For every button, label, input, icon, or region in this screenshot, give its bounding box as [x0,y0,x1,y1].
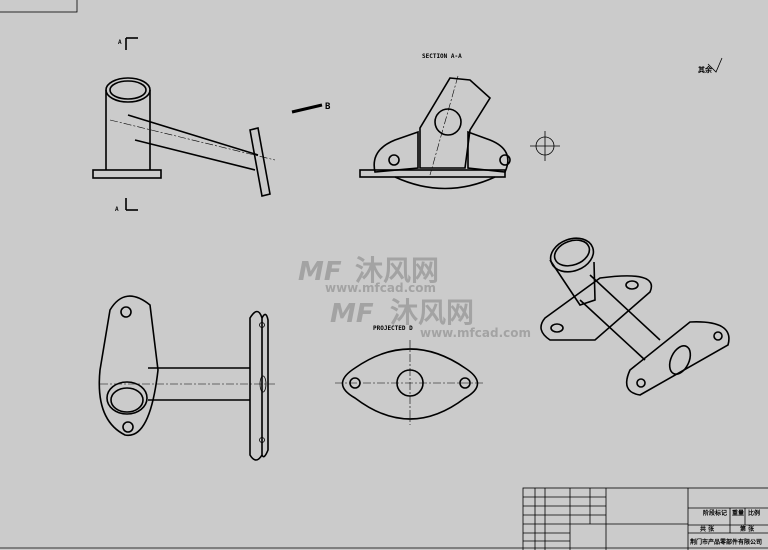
front-view: A A B [92,37,331,213]
view-arrow-label: B [325,102,331,112]
cut-label-bottom: A [115,206,119,213]
watermark-brand-2: 沐风网 [390,296,474,329]
surface-finish-symbol [707,57,723,73]
title-block: 阶段标记 重量 比例 共 张 第 张 荆门市产品零部件有限公司 [522,487,768,550]
drawing-tab-frame [0,0,78,13]
weight-label: 重量 [732,509,744,517]
sheet-no-label: 第 张 [739,525,755,533]
watermark-logo: MF [298,257,342,287]
cut-label-top: A [118,39,122,46]
crosshair-cursor-icon [530,131,560,161]
scale-label: 比例 [748,509,760,517]
surface-finish-note: 其余 [698,65,713,74]
sheet-total-label: 共 张 [700,525,715,533]
projected-view: PROJECTED D [335,325,485,425]
watermark-brand: 沐风网 [355,254,439,287]
section-view: SECTION A-A 其余 [359,53,723,190]
stage-mark-label: 阶段标记 [703,509,727,517]
company-name: 荆门市产品零部件有限公司 [690,538,762,546]
watermark: MF 沐风网 www.mfcad.com MF 沐风网 www.mfcad.co… [298,254,531,340]
isometric-view [540,237,730,396]
projected-label: PROJECTED D [373,325,413,332]
section-label: SECTION A-A [422,53,462,60]
watermark-logo-2: MF [330,299,374,329]
watermark-url: www.mfcad.com [325,281,436,295]
watermark-url-2: www.mfcad.com [420,326,531,340]
side-view [98,295,275,461]
